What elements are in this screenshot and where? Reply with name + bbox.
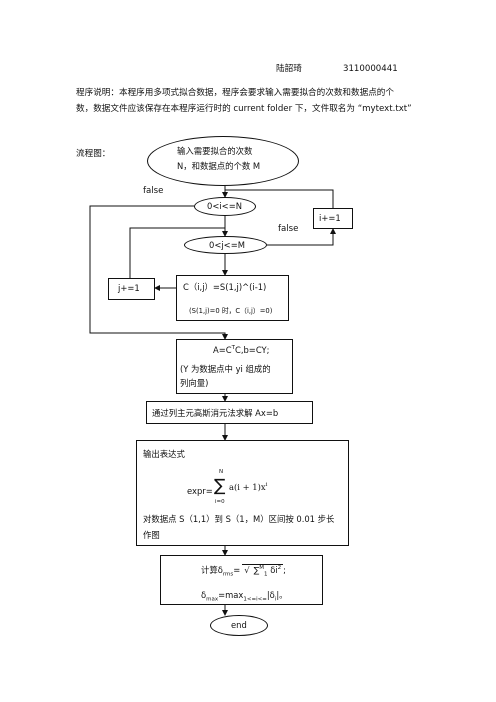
sum-lower: i=0: [215, 499, 225, 505]
condition-i-text: 0<i<=N: [207, 201, 242, 211]
rms-sum-sub: 1: [264, 571, 268, 578]
matrix-suffix: C,b=CY;: [234, 345, 270, 355]
max-term-sub: i: [274, 596, 277, 603]
rms-sum-sup: M: [259, 565, 265, 572]
end-node: end: [210, 615, 268, 636]
condition-i: 0<i<=N: [194, 197, 256, 216]
output-title: 输出表达式: [143, 449, 185, 459]
expr-body: a(i + 1)xi: [229, 482, 267, 492]
error-box: 计算δrms=√∑M1 δi2; δmax=max1<=i<=|δi|。: [160, 555, 323, 605]
rms-radicand: ∑M1 δi2: [251, 564, 284, 578]
condition-j-text: 0<j<=M: [209, 240, 245, 250]
matrix-transpose: T: [231, 345, 235, 352]
start-text-2: N，和数据点的个数 M: [177, 161, 261, 171]
matrix-note-2: 列向量): [180, 378, 209, 388]
condition-j: 0<j<=M: [184, 236, 267, 254]
false-label-inner: false: [278, 224, 299, 234]
end-text: end: [231, 620, 247, 630]
rms-term-sup: 2: [277, 565, 282, 572]
plot-line-1: 对数据点 S（1,1）到 S（1，M）区间按 0.01 步长: [143, 514, 335, 524]
rms-term: δi: [270, 565, 278, 575]
solve-box: 通过列主元高斯消元法求解 Ax=b: [146, 401, 313, 424]
rms-formula: 计算δrms=√∑M1 δi2;: [201, 564, 286, 578]
rms-sub: rms: [222, 571, 234, 578]
assign-c-text: C（i,j）=S(1,j)^(i-1): [183, 282, 267, 292]
plot-line-2: 作图: [143, 530, 160, 540]
matrix-box: A=CTC,b=CY; (Y 为数据点中 yi 组成的 列向量): [176, 339, 293, 394]
rms-sum: ∑: [253, 565, 260, 575]
output-box: 输出表达式 expr= N ∑ i=0 a(i + 1)xi 对数据点 S（1,…: [136, 440, 349, 546]
author-name: 陆韶琦: [276, 64, 302, 74]
matrix-note-1: (Y 为数据点中 yi 组成的: [180, 364, 271, 374]
assign-c-note: (S(1,j)=0 时，C（i,j）=0): [189, 307, 273, 315]
sum-upper: N: [219, 469, 224, 475]
increment-j-box: j+=1: [108, 278, 155, 300]
increment-j-text: j+=1: [118, 283, 140, 293]
max-sub: max: [206, 596, 219, 603]
max-range: 1<=i<=: [243, 596, 267, 603]
expr-lhs: expr=: [187, 486, 213, 496]
increment-i-box: i+=1: [313, 208, 353, 229]
solve-text: 通过列主元高斯消元法求解 Ax=b: [152, 408, 279, 418]
student-id: 3110000441: [343, 64, 398, 74]
rms-tail: ;: [283, 565, 286, 575]
matrix-prefix: A=C: [213, 345, 232, 355]
rms-prefix: 计算δ: [201, 565, 223, 575]
matrix-formula: A=CTC,b=CY;: [213, 345, 269, 355]
max-prefix: δ: [201, 590, 207, 600]
assign-c-box: C（i,j）=S(1,j)^(i-1) (S(1,j)=0 时，C（i,j）=0…: [176, 275, 289, 321]
rms-sqrt: √: [242, 564, 252, 575]
max-term: |δ: [266, 590, 275, 600]
increment-i-text: i+=1: [319, 213, 341, 223]
false-label-outer: false: [143, 186, 164, 196]
rms-eq: =: [233, 565, 241, 575]
sum-symbol: ∑: [214, 476, 226, 496]
description-line-2: 数，数据文件应该保存在本程序运行时的 current folder 下，文件取名…: [76, 104, 412, 114]
description-line-1: 程序说明：本程序用多项式拟合数据，程序会要求输入需要拟合的次数和数据点的个: [76, 88, 394, 98]
max-eq: =max: [218, 590, 244, 600]
max-tail: |。: [276, 590, 288, 600]
expr-exponent: i: [265, 482, 268, 489]
expr-body-text: a(i + 1)x: [229, 482, 266, 492]
max-formula: δmax=max1<=i<=|δi|。: [201, 589, 288, 603]
flowchart-label: 流程图：: [76, 149, 111, 159]
start-text-1: 输入需要拟合的次数: [177, 146, 253, 156]
start-node: 输入需要拟合的次数 N，和数据点的个数 M: [147, 136, 299, 186]
